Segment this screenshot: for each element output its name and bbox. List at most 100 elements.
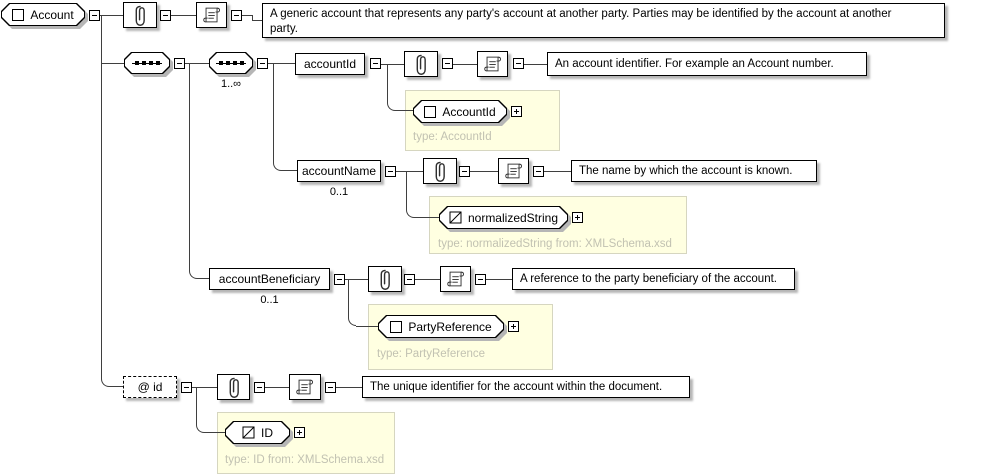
- connector: [453, 64, 477, 65]
- connector: [101, 379, 109, 387]
- connector: [204, 432, 226, 433]
- account-element-label: Account: [30, 7, 74, 22]
- accountid-expand-toggle[interactable]: [370, 58, 381, 69]
- accountname-type-label: normalizedString: [467, 210, 559, 225]
- element-accountid-box[interactable]: accountId: [295, 53, 365, 75]
- connector: [348, 279, 349, 318]
- connector: [189, 63, 190, 271]
- root-documentation-toggle[interactable]: [231, 10, 242, 21]
- accountid-type-note: type: AccountId: [413, 131, 492, 143]
- root-annotation-box[interactable]: [123, 2, 157, 28]
- connector: [100, 15, 123, 16]
- accountname-type-box[interactable]: normalizedString: [439, 206, 568, 229]
- idattr-annotation-box[interactable]: [217, 374, 250, 400]
- element-accountname-box[interactable]: accountName: [297, 160, 381, 182]
- accountbeneficiary-cardinality: 0..1: [260, 294, 279, 306]
- complex-type-square-icon: [424, 105, 437, 118]
- sequence-outer[interactable]: [124, 52, 170, 74]
- sequence-dots-icon: [132, 59, 162, 68]
- connector: [189, 271, 197, 279]
- attribute-id-box[interactable]: @ id: [123, 376, 177, 398]
- root-documentation-box[interactable]: [196, 2, 227, 28]
- idattr-type-note: type: ID from: XMLSchema.xsd: [225, 454, 385, 466]
- accountname-annotation-toggle[interactable]: [459, 166, 470, 177]
- connector: [345, 279, 368, 280]
- idattr-type-toggle[interactable]: [294, 427, 305, 438]
- connector: [268, 63, 295, 64]
- connector: [336, 387, 362, 388]
- paperclip-icon: [416, 54, 426, 75]
- scroll-icon: [504, 163, 522, 179]
- idattr-type-box[interactable]: ID: [225, 421, 290, 444]
- accountname-cardinality: 0..1: [329, 186, 349, 198]
- connector: [101, 15, 102, 379]
- paperclip-icon: [380, 269, 390, 290]
- connector: [406, 171, 407, 210]
- accountname-type-note: type: normalizedString from: XMLSchema.x…: [438, 238, 672, 250]
- accountid-type-label: AccountId: [442, 104, 496, 119]
- accountname-type-toggle[interactable]: [572, 212, 583, 223]
- connector: [486, 279, 512, 280]
- scroll-icon: [483, 56, 501, 72]
- accountid-doc-text: An account identifier. For example an Ac…: [547, 52, 867, 76]
- paperclip-icon: [135, 5, 145, 26]
- accountbeneficiary-documentation-toggle[interactable]: [475, 274, 486, 285]
- accountbeneficiary-type-label: PartyReference: [408, 319, 492, 334]
- paperclip-icon: [229, 377, 239, 398]
- scroll-icon: [446, 271, 464, 287]
- connector: [470, 171, 498, 172]
- account-element-box[interactable]: Account: [1, 3, 85, 26]
- accountid-documentation-toggle[interactable]: [513, 58, 524, 69]
- connector: [415, 279, 440, 280]
- accountname-documentation-toggle[interactable]: [533, 166, 544, 177]
- connector: [273, 163, 281, 171]
- idattr-annotation-toggle[interactable]: [254, 382, 265, 393]
- sequence-outer-toggle[interactable]: [174, 58, 185, 69]
- accountname-documentation-box[interactable]: [498, 158, 529, 184]
- connector: [387, 103, 395, 111]
- idattr-documentation-box[interactable]: [289, 374, 321, 400]
- idattr-type-label: ID: [261, 425, 273, 440]
- complex-type-square-icon: [390, 320, 403, 333]
- connector: [196, 425, 204, 433]
- root-annotation-toggle[interactable]: [160, 10, 171, 21]
- accountbeneficiary-documentation-box[interactable]: [440, 266, 471, 292]
- element-accountbeneficiary-box[interactable]: accountBeneficiary: [209, 268, 330, 290]
- connector: [273, 63, 274, 163]
- element-accountid-label: accountId: [303, 57, 357, 71]
- connector: [197, 278, 209, 279]
- accountname-expand-toggle[interactable]: [385, 166, 396, 177]
- element-accountbeneficiary-label: accountBeneficiary: [218, 272, 321, 286]
- connector: [252, 20, 262, 21]
- connector: [414, 217, 440, 218]
- sequence-dots-icon: [216, 59, 246, 68]
- accountname-doc-text: The name by which the account is known.: [571, 160, 817, 182]
- paperclip-icon: [435, 161, 445, 182]
- accountbeneficiary-type-box[interactable]: PartyReference: [378, 315, 504, 338]
- idattr-documentation-toggle[interactable]: [325, 382, 336, 393]
- accountbeneficiary-annotation-box[interactable]: [368, 266, 402, 292]
- sequence-inner-toggle[interactable]: [257, 58, 268, 69]
- connector: [395, 110, 414, 111]
- connector: [544, 171, 571, 172]
- connector: [192, 387, 217, 388]
- scroll-icon: [296, 379, 313, 395]
- accountbeneficiary-type-toggle[interactable]: [508, 321, 519, 332]
- accountbeneficiary-annotation-toggle[interactable]: [404, 274, 415, 285]
- accountid-type-box[interactable]: AccountId: [413, 100, 507, 123]
- accountbeneficiary-expand-toggle[interactable]: [334, 274, 345, 285]
- element-accountname-label: accountName: [301, 164, 377, 178]
- accountname-annotation-box[interactable]: [423, 158, 457, 184]
- idattr-expand-toggle[interactable]: [181, 382, 192, 393]
- connector: [252, 15, 253, 21]
- accountid-documentation-box[interactable]: [477, 51, 508, 77]
- sequence-inner[interactable]: [209, 52, 253, 74]
- accountid-type-toggle[interactable]: [511, 106, 522, 117]
- connector: [356, 326, 379, 327]
- simple-type-diagonal-icon: [449, 211, 462, 224]
- connector: [381, 64, 404, 65]
- accountid-annotation-toggle[interactable]: [442, 58, 453, 69]
- account-expand-toggle[interactable]: [89, 10, 100, 21]
- connector: [348, 318, 356, 326]
- accountid-annotation-box[interactable]: [404, 51, 438, 77]
